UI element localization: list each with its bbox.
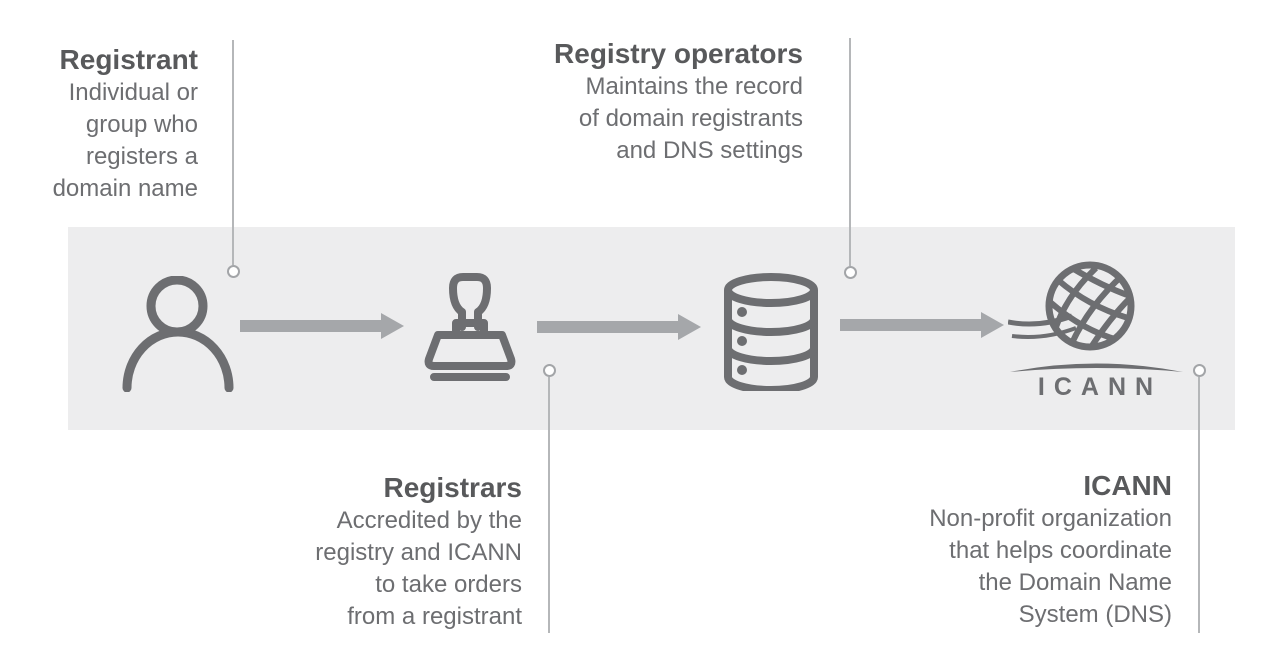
label-registrant-desc: Individual or group who registers a doma… [52,79,198,202]
connector-dot-registrant [227,265,240,278]
connector-line-registrant [232,40,234,265]
connector-dot-icann [1193,364,1206,377]
label-icann-title: ICANN [1083,470,1172,501]
icann-globe-logo: ICANN [1008,261,1183,400]
label-registry-operators-desc: Maintains the record of domain registran… [578,73,803,164]
flow-arrow-icon [537,314,701,340]
label-icann: ICANN Non-profit organization that helps… [929,468,1172,631]
person-icon [122,276,234,392]
label-registrars: Registrars Accredited by the registry an… [315,470,522,633]
connector-line-registrars [548,377,550,633]
label-registrant: Registrant Individual or group who regis… [53,42,198,205]
connector-dot-registrars [543,364,556,377]
icann-wordmark: ICANN [1038,373,1162,400]
stamp-icon [424,273,516,381]
connector-line-registry-operators [849,38,851,266]
label-registry-operators-title: Registry operators [554,38,803,69]
label-registrars-desc: Accredited by the registry and ICANN to … [315,507,522,630]
database-icon [724,273,818,391]
label-icann-desc: Non-profit organization that helps coord… [929,505,1172,628]
connector-line-icann [1198,377,1200,633]
label-registry-operators: Registry operators Maintains the record … [554,36,803,167]
connector-dot-registry-operators [844,266,857,279]
flow-arrow-icon [840,312,1004,338]
label-registrars-title: Registrars [383,472,522,503]
label-registrant-title: Registrant [59,44,198,75]
flow-arrow-icon [240,313,404,339]
